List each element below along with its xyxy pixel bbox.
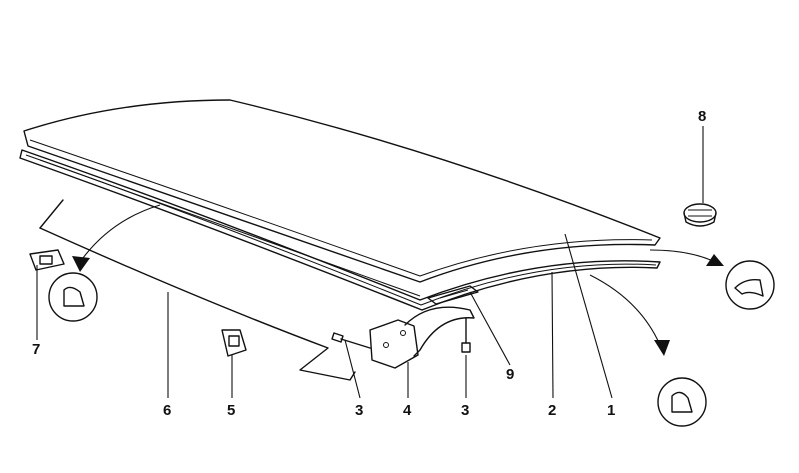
callout-1: 1 bbox=[607, 402, 615, 419]
bolt-icon bbox=[331, 332, 371, 349]
support-rod-icon bbox=[39, 199, 356, 381]
callout-2: 2 bbox=[548, 402, 556, 419]
callout-3: 3 bbox=[461, 402, 469, 419]
callout-5: 5 bbox=[227, 402, 235, 419]
callout-7: 7 bbox=[32, 341, 40, 358]
seal-profile-detail-icon bbox=[589, 274, 707, 427]
callout-3: 3 bbox=[355, 402, 363, 419]
clip-icon bbox=[221, 329, 247, 357]
callout-8: 8 bbox=[698, 108, 706, 125]
callout-4: 4 bbox=[403, 402, 412, 419]
seal-strip-icon bbox=[19, 149, 661, 311]
callout-labels: 1 2 3 3 4 5 6 7 8 9 bbox=[32, 108, 706, 419]
grommet-icon bbox=[683, 203, 717, 227]
seal-profile-detail-icon bbox=[649, 249, 775, 310]
clip-icon bbox=[29, 249, 65, 271]
callout-6: 6 bbox=[163, 402, 171, 419]
bolt-icon bbox=[461, 317, 471, 353]
lock-plate-icon bbox=[427, 285, 479, 305]
trunk-lid-icon bbox=[23, 99, 661, 283]
seal-profile-detail-icon bbox=[48, 204, 161, 322]
callout-leaders bbox=[36, 126, 704, 399]
callout-9: 9 bbox=[506, 366, 514, 383]
hinge-icon bbox=[369, 306, 475, 369]
